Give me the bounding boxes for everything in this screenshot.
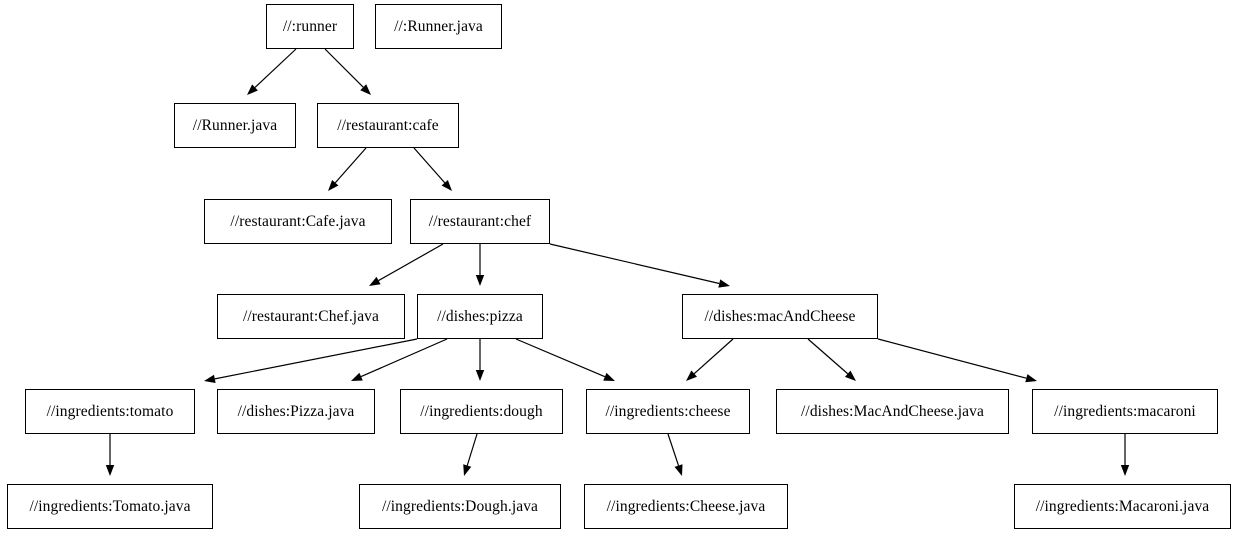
graph-node-label: //ingredients:Cheese.java — [606, 497, 766, 515]
graph-node-ing_dough[interactable]: //ingredients:dough — [400, 389, 563, 434]
graph-node-label: //:runner — [282, 17, 338, 35]
graph-node-label: //restaurant:Cafe.java — [230, 212, 366, 230]
graph-node-runner_java_root[interactable]: //:Runner.java — [375, 4, 502, 49]
graph-node-ing_tomato[interactable]: //ingredients:tomato — [25, 389, 195, 434]
graph-node-macaroni_java[interactable]: //ingredients:Macaroni.java — [1014, 484, 1231, 529]
graph-node-label: //ingredients:Macaroni.java — [1035, 497, 1210, 515]
graph-node-chef_java[interactable]: //restaurant:Chef.java — [217, 294, 405, 339]
graph-node-dishes_pizza[interactable]: //dishes:pizza — [417, 294, 543, 339]
graph-node-label: //ingredients:dough — [420, 402, 543, 420]
graph-node-label: //dishes:macAndCheese — [704, 307, 856, 325]
graph-node-label: //:Runner.java — [394, 17, 483, 35]
graph-node-macncheese_java[interactable]: //dishes:MacAndCheese.java — [776, 389, 1009, 434]
graph-node-restaurant_chef[interactable]: //restaurant:chef — [410, 199, 550, 244]
graph-node-label: //restaurant:cafe — [337, 116, 439, 134]
graph-node-restaurant_cafe[interactable]: //restaurant:cafe — [317, 103, 459, 148]
graph-node-tomato_java[interactable]: //ingredients:Tomato.java — [7, 484, 213, 529]
graph-node-cheese_java[interactable]: //ingredients:Cheese.java — [584, 484, 788, 529]
graph-node-runner_java[interactable]: //Runner.java — [174, 103, 296, 148]
graph-node-label: //dishes:pizza — [437, 307, 523, 325]
graph-node-label: //ingredients:tomato — [46, 402, 174, 420]
graph-node-dough_java[interactable]: //ingredients:Dough.java — [359, 484, 561, 529]
graph-node-cafe_java[interactable]: //restaurant:Cafe.java — [204, 199, 392, 244]
graph-node-ing_macaroni[interactable]: //ingredients:macaroni — [1032, 389, 1218, 434]
graph-node-label: //ingredients:Dough.java — [381, 497, 539, 515]
graph-node-label: //dishes:MacAndCheese.java — [801, 402, 984, 420]
graph-node-label: //restaurant:chef — [428, 212, 532, 230]
graph-node-ing_cheese[interactable]: //ingredients:cheese — [586, 389, 750, 434]
graph-node-label: //ingredients:Tomato.java — [29, 497, 191, 515]
graph-node-label: //restaurant:Chef.java — [242, 307, 380, 325]
graph-node-dishes_macncheese[interactable]: //dishes:macAndCheese — [682, 294, 878, 339]
graph-node-label: //ingredients:cheese — [605, 402, 731, 420]
graph-node-runner[interactable]: //:runner — [266, 4, 354, 49]
graph-node-pizza_java[interactable]: //dishes:Pizza.java — [217, 389, 375, 434]
graph-node-label: //dishes:Pizza.java — [237, 402, 355, 420]
graph-node-label: //Runner.java — [192, 116, 278, 134]
graph-node-label: //ingredients:macaroni — [1054, 402, 1196, 420]
